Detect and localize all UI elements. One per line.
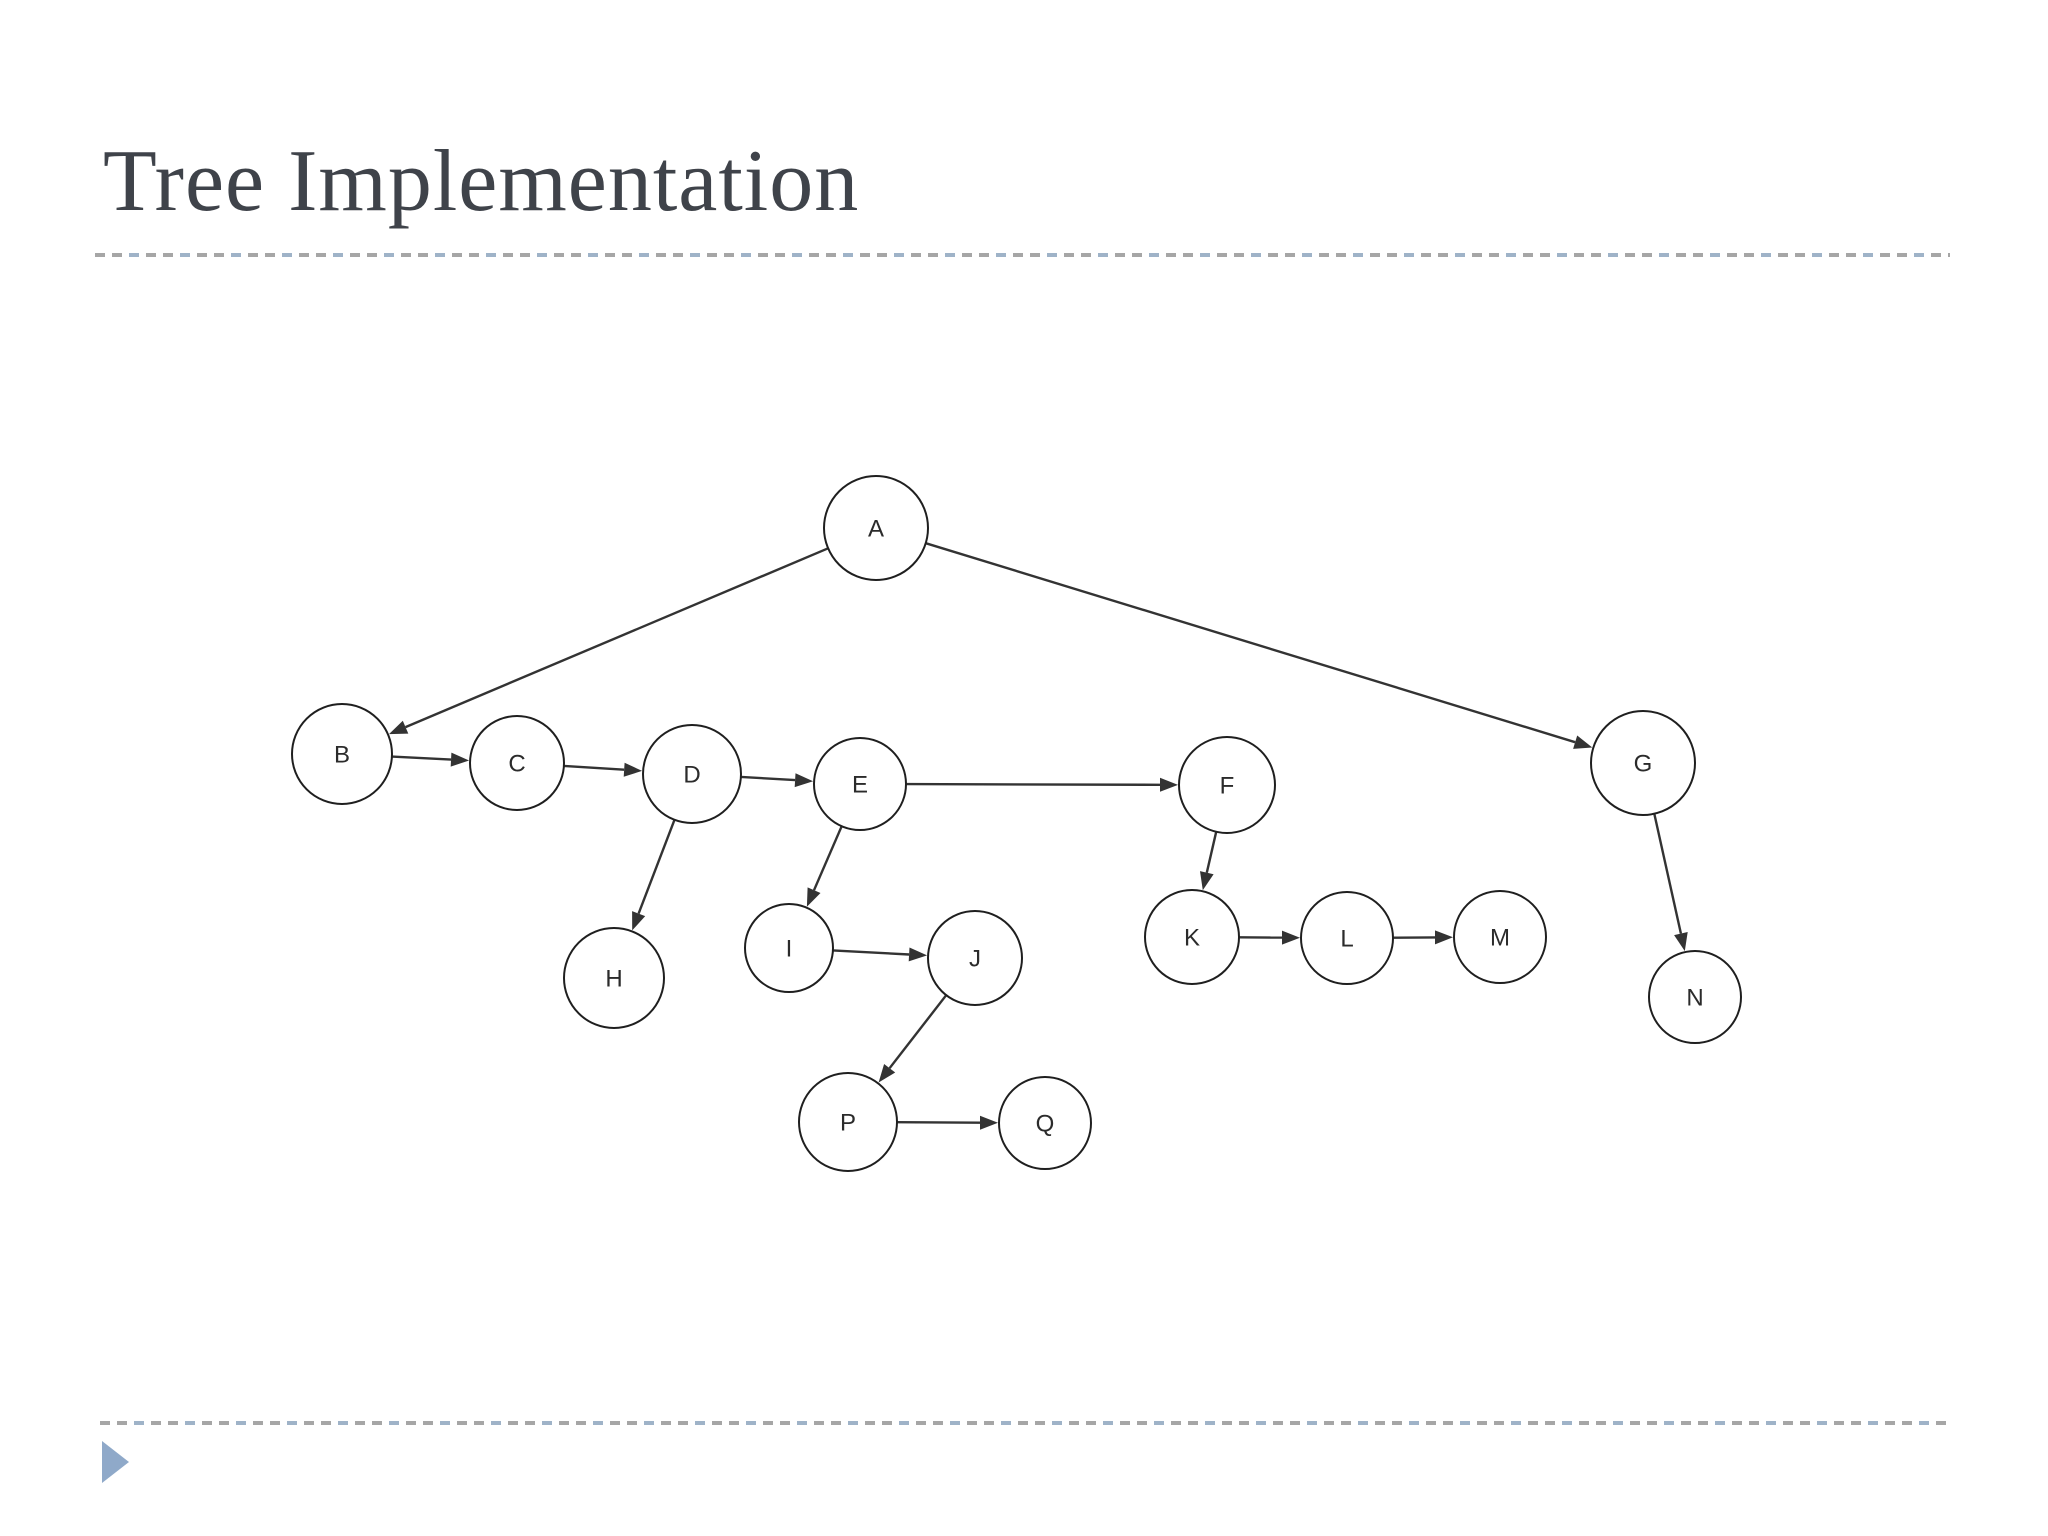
- node-label-K: K: [1184, 924, 1200, 951]
- node-label-G: G: [1634, 750, 1653, 777]
- node-circle-P: [798, 1072, 898, 1172]
- tree-node-K: K: [1144, 889, 1240, 985]
- tree-node-H: H: [563, 927, 665, 1029]
- arrowhead-J-P: [878, 1064, 896, 1083]
- edge-P-Q: [896, 1120, 981, 1124]
- edge-A-G: [925, 542, 1576, 744]
- arrowhead-F-K: [1200, 871, 1214, 891]
- tree-node-B: B: [291, 703, 393, 805]
- tree-node-M: M: [1453, 890, 1547, 984]
- tree-node-J: J: [927, 910, 1023, 1006]
- node-circle-A: [823, 475, 929, 581]
- node-label-D: D: [683, 761, 700, 788]
- node-circle-B: [291, 703, 393, 805]
- edge-G-N: [1653, 813, 1683, 934]
- tree-node-G: G: [1590, 710, 1696, 816]
- node-label-A: A: [868, 515, 884, 542]
- node-label-M: M: [1490, 924, 1510, 951]
- tree-node-E: E: [813, 737, 907, 831]
- node-circle-F: [1178, 736, 1276, 834]
- footer-divider: [100, 1421, 1948, 1425]
- node-label-Q: Q: [1036, 1110, 1055, 1137]
- arrowhead-A-B: [389, 720, 409, 735]
- tree-node-D: D: [642, 724, 742, 824]
- node-circle-D: [642, 724, 742, 824]
- node-label-L: L: [1340, 925, 1353, 952]
- arrowhead-K-L: [1282, 930, 1300, 945]
- arrowhead-C-D: [623, 762, 643, 777]
- tree-node-F: F: [1178, 736, 1276, 834]
- arrowhead-L-M: [1435, 930, 1453, 945]
- edge-F-K: [1205, 831, 1218, 873]
- node-circle-K: [1144, 889, 1240, 985]
- edge-A-B: [405, 547, 829, 729]
- edge-E-F: [905, 782, 1161, 786]
- edge-E-I: [812, 825, 843, 891]
- node-circle-J: [927, 910, 1023, 1006]
- node-label-I: I: [786, 935, 793, 962]
- node-circle-H: [563, 927, 665, 1029]
- node-label-P: P: [840, 1109, 856, 1136]
- edge-D-E: [740, 775, 796, 782]
- arrowhead-D-H: [632, 911, 646, 931]
- tree-node-Q: Q: [998, 1076, 1092, 1170]
- tree-node-P: P: [798, 1072, 898, 1172]
- node-label-N: N: [1686, 984, 1703, 1011]
- node-label-B: B: [334, 741, 350, 768]
- tree-node-A: A: [823, 475, 929, 581]
- edge-J-P: [888, 994, 948, 1069]
- arrowhead-E-F: [1160, 777, 1178, 792]
- node-circle-N: [1648, 950, 1742, 1044]
- arrowhead-B-C: [450, 752, 470, 767]
- arrowhead-G-N: [1674, 932, 1688, 952]
- edge-B-C: [391, 755, 452, 761]
- arrowhead-I-J: [908, 947, 928, 962]
- node-label-C: C: [508, 750, 525, 777]
- node-circle-M: [1453, 890, 1547, 984]
- footer-triangle-icon: [102, 1441, 129, 1483]
- tree-node-L: L: [1300, 891, 1394, 985]
- node-circle-L: [1300, 891, 1394, 985]
- slide-title: Tree Implementation: [103, 133, 860, 230]
- node-label-J: J: [969, 945, 981, 972]
- node-circle-C: [469, 715, 565, 811]
- edge-I-J: [832, 949, 910, 956]
- node-label-H: H: [605, 965, 622, 992]
- node-circle-Q: [998, 1076, 1092, 1170]
- tree-node-I: I: [744, 903, 834, 993]
- node-circle-E: [813, 737, 907, 831]
- arrowhead-P-Q: [980, 1115, 998, 1130]
- tree-node-C: C: [469, 715, 565, 811]
- edge-D-H: [637, 819, 676, 915]
- node-circle-G: [1590, 710, 1696, 816]
- node-label-F: F: [1220, 772, 1235, 799]
- arrowhead-D-E: [794, 773, 814, 788]
- node-label-E: E: [852, 771, 868, 798]
- tree-node-N: N: [1648, 950, 1742, 1044]
- node-circle-I: [744, 903, 834, 993]
- arrowhead-E-I: [806, 887, 821, 907]
- arrowhead-A-G: [1573, 735, 1593, 749]
- title-divider: [95, 253, 1950, 257]
- edge-C-D: [563, 764, 625, 771]
